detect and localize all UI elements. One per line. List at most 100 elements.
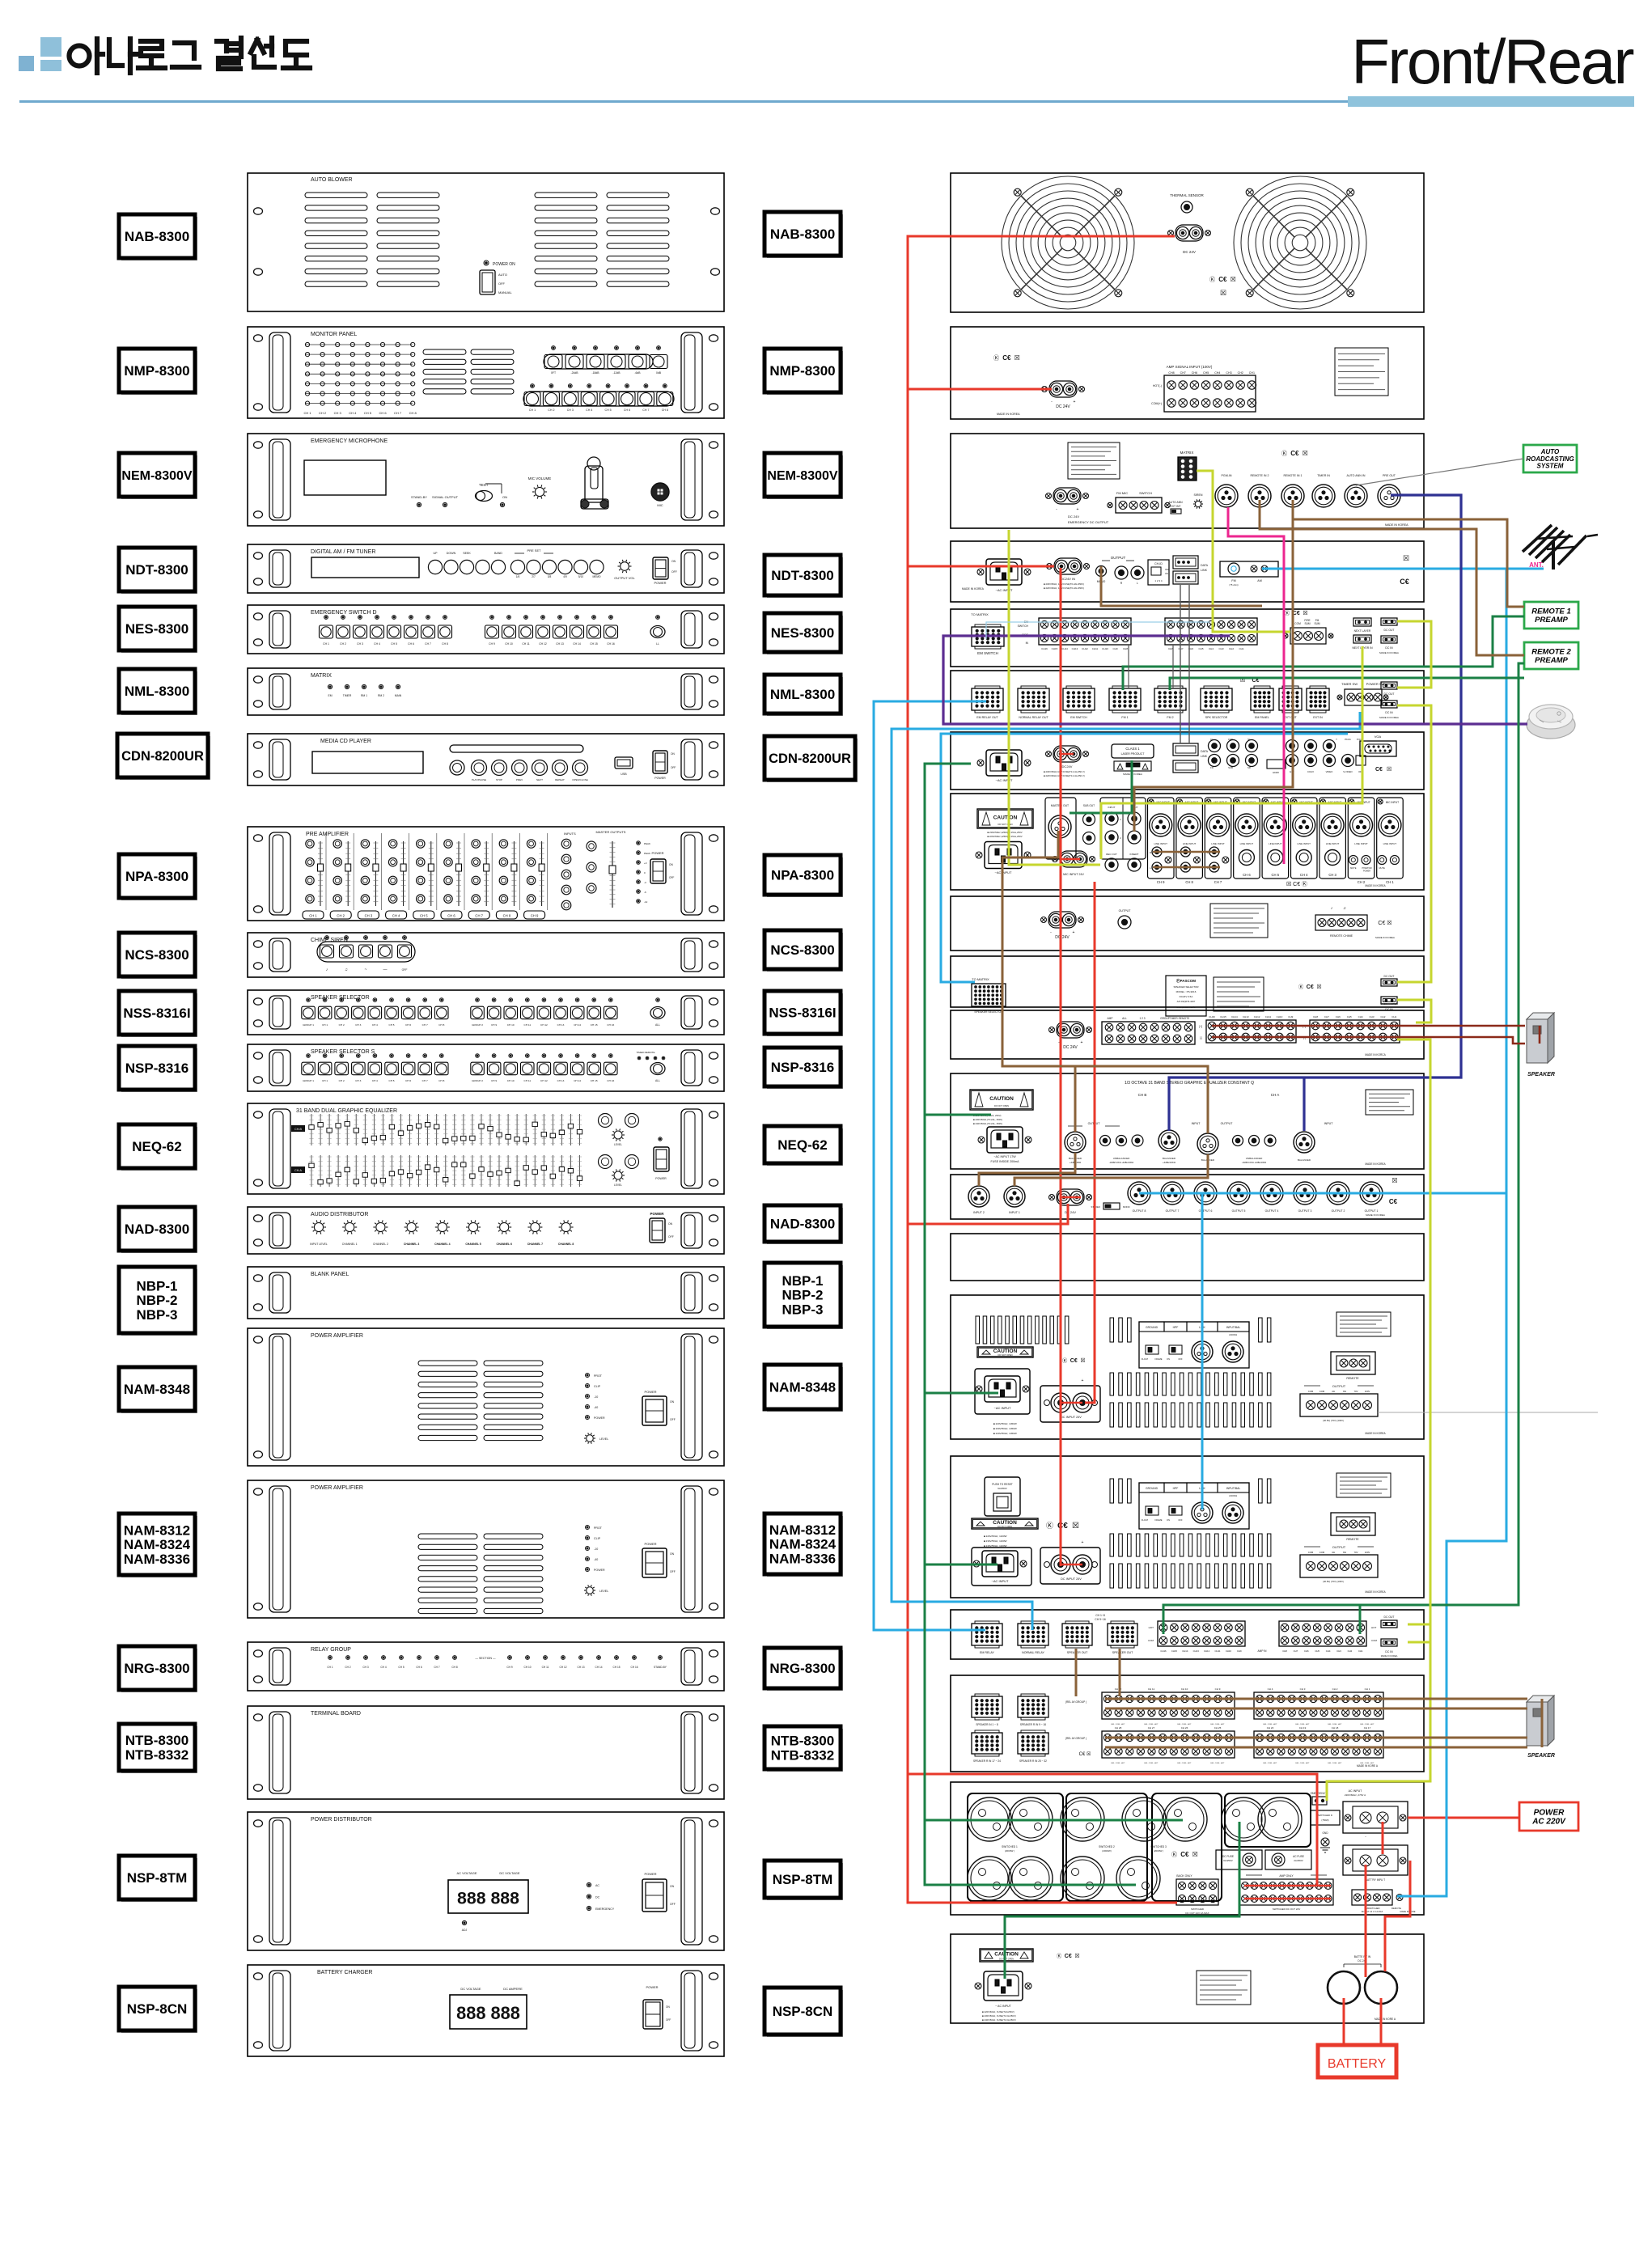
svg-text:Ⓚ: Ⓚ [1046, 1522, 1053, 1530]
svg-text:OUTPUT: OUTPUT [1332, 1545, 1346, 1549]
svg-text:MEDIA CD PLAYER: MEDIA CD PLAYER [320, 739, 371, 744]
svg-text:NCS-8300: NCS-8300 [125, 947, 188, 963]
svg-text:CH 13: CH 13 [557, 1079, 565, 1082]
svg-text:OUTPUT VOL: OUTPUT VOL [614, 576, 635, 580]
svg-text:■ 240V/50Hz, 1450W: ■ 240V/50Hz, 1450W [993, 1432, 1017, 1435]
svg-text:CH 4: CH 4 [372, 1023, 378, 1027]
svg-text:Ⓚ: Ⓚ [1285, 610, 1290, 616]
svg-text:PRE SET: PRE SET [527, 548, 541, 553]
svg-text:CH 8: CH 8 [438, 1079, 444, 1082]
svg-text:Ⓚ: Ⓚ [993, 354, 999, 362]
svg-text:CH 1: CH 1 [322, 1023, 328, 1027]
svg-text:EM: EM [328, 694, 332, 697]
svg-text:HPF: HPF [1173, 1487, 1179, 1490]
svg-text:CH 7: CH 7 [434, 1666, 439, 1669]
svg-text:CH1: CH1 [1239, 647, 1243, 650]
svg-text:COM: COM [1319, 1551, 1325, 1554]
svg-text:VGA: VGA [1375, 735, 1382, 739]
svg-text:CH5: CH5 [1203, 371, 1209, 375]
svg-text:NORMAL RELAY: NORMAL RELAY [1022, 1651, 1044, 1654]
svg-text:CH3: CH3 [1218, 647, 1223, 650]
svg-text:BALANCED: BALANCED [1163, 1157, 1176, 1160]
svg-text:CH5: CH5 [1315, 1649, 1319, 1653]
svg-text:NEQ-62: NEQ-62 [777, 1137, 827, 1153]
svg-text:HOT: HOT [1371, 1626, 1377, 1629]
svg-text:CH-B: CH-B [294, 1128, 302, 1131]
svg-text:DC INPUT 24V: DC INPUT 24V [1061, 1577, 1082, 1581]
svg-text:DC OUT 24 V 2 A MAX: DC OUT 24 V 2 A MAX [1362, 1910, 1383, 1913]
svg-text:AUDIO DISTRIBUTOR: AUDIO DISTRIBUTOR [311, 1212, 368, 1217]
svg-text:■ 220V/60Hz, FUSE(T1A/250V): ■ 220V/60Hz, FUSE(T1A/250V) [982, 2010, 1014, 2013]
svg-text:CH6: CH6 [1336, 1015, 1341, 1018]
svg-text:ON: ON [502, 495, 507, 499]
svg-text:~AC INPUT 17W: ~AC INPUT 17W [993, 1155, 1016, 1158]
svg-text:IN: IN [1026, 641, 1029, 645]
svg-text:EM - COM - HOT: EM - COM - HOT [1145, 1724, 1159, 1725]
svg-text:SUB: SUB [1228, 766, 1233, 769]
svg-text:SPEAKER SELECTOR: SPEAKER SELECTOR [311, 995, 370, 1001]
svg-text:CHIME SIREN: CHIME SIREN [311, 938, 348, 943]
svg-text:PHANTOM: PHANTOM [1362, 867, 1372, 870]
svg-text:CHANNEL 2: CHANNEL 2 [373, 1243, 388, 1246]
svg-text:LEVEL: LEVEL [614, 1183, 622, 1187]
svg-text:A/S:032)679-4407: A/S:032)679-4407 [1177, 1000, 1196, 1003]
svg-text:DC OUT: DC OUT [1384, 1615, 1395, 1619]
svg-text:EM - COM - HOT: EM - COM - HOT [1361, 1724, 1375, 1725]
svg-text:■ 230V/50Hz, 1100W: ■ 230V/50Hz, 1100W [984, 1539, 1007, 1543]
svg-text:NSS-8316I: NSS-8316I [123, 1006, 190, 1021]
svg-text:-10: -10 [594, 1548, 598, 1551]
svg-text:DOWN: DOWN [447, 552, 456, 555]
svg-text:INPUT 2: INPUT 2 [973, 1211, 985, 1214]
svg-text:RELAY GROUP: RELAY GROUP [311, 1647, 351, 1653]
svg-text:70V: 70V [1354, 1390, 1358, 1393]
svg-text:OUTPUT 6: OUTPUT 6 [1199, 1209, 1213, 1213]
svg-text:LINE INPUT: LINE INPUT [1383, 842, 1397, 845]
svg-text:CH 12: CH 12 [540, 1023, 548, 1027]
svg-text:POWER SW: POWER SW [1366, 682, 1385, 686]
svg-text:POWER: POWER [651, 851, 663, 855]
svg-text:CH9: CH9 [1288, 1015, 1293, 1018]
svg-text:INPUT LEVEL: INPUT LEVEL [310, 1243, 328, 1246]
svg-text:■ 230V/50Hz, 14W FUSE(T0.2AL/2: ■ 230V/50Hz, 14W FUSE(T0.2AL/250V) [1044, 582, 1084, 586]
svg-text:■ 220V/50Hz, 1450W: ■ 220V/50Hz, 1450W [993, 1422, 1017, 1425]
svg-text:OPT: OPT [1358, 770, 1363, 773]
svg-text:MADE IN KORE: MADE IN KORE [1400, 1910, 1416, 1913]
svg-text:ADJ: ADJ [462, 1929, 468, 1932]
svg-text:CH4: CH4 [1214, 371, 1220, 375]
svg-text:CH 14: CH 14 [573, 642, 581, 646]
svg-text:+: + [1074, 400, 1076, 404]
svg-text:CHANNEL 7: CHANNEL 7 [527, 1243, 543, 1246]
svg-text:MIC VOLUME: MIC VOLUME [528, 476, 552, 481]
svg-text:MATRIX: MATRIX [311, 673, 332, 679]
svg-text:OUTPUT: OUTPUT [1332, 1384, 1346, 1388]
svg-text:CH B: CH B [1138, 1093, 1147, 1097]
svg-text:PbCb: PbCb [1345, 738, 1351, 741]
svg-text:CH 6: CH 6 [624, 409, 630, 412]
svg-text:MADE IN KOREA: MADE IN KOREA [1381, 1654, 1398, 1658]
svg-text:CH 9: CH 9 [1215, 1687, 1221, 1691]
svg-text:■ 230V/50Hz,125W(T3.15AL,250V: ■ 230V/50Hz,125W(T3.15AL,250V [987, 831, 1022, 834]
svg-text:EM - COM - HOT: EM - COM - HOT [1145, 1763, 1159, 1764]
svg-text:POWER DISTRIBUTOR: POWER DISTRIBUTOR [311, 1817, 372, 1823]
svg-text:-40: -40 [594, 1558, 598, 1561]
svg-text:70V: 70V [1354, 1551, 1358, 1554]
svg-text:1 2 3: 1 2 3 [1139, 1017, 1145, 1020]
svg-text:UNSWITCHED: UNSWITCHED [1365, 1907, 1380, 1910]
svg-text:POWER: POWER [655, 1177, 667, 1180]
svg-text:MADE IN KORE A: MADE IN KORE A [1375, 2018, 1396, 2021]
svg-text:☒: ☒ [1220, 289, 1226, 297]
svg-text:NEQ-62: NEQ-62 [132, 1139, 181, 1154]
svg-text:CH4: CH4 [1326, 1649, 1331, 1653]
svg-text:CH 14: CH 14 [574, 1023, 581, 1027]
svg-text:CH 7: CH 7 [425, 642, 431, 646]
svg-text:COM: COM [1294, 622, 1301, 625]
svg-text:SR: SR [1247, 766, 1251, 769]
svg-text:■ 230V/50Hz, FUSE(T1.6L/250V): ■ 230V/50Hz, FUSE(T1.6L/250V) [982, 2014, 1016, 2018]
svg-text:-: - [1051, 400, 1053, 404]
svg-text:CH 3: CH 3 [362, 1666, 368, 1669]
svg-text:C€: C€ [1065, 1954, 1072, 1959]
svg-text:EMERGENCY SWITCH D: EMERGENCY SWITCH D [311, 610, 377, 616]
svg-text:CH 5: CH 5 [364, 411, 372, 415]
svg-text:CH 7: CH 7 [394, 411, 402, 415]
svg-text:DC FUSE: DC FUSE [1222, 1855, 1234, 1858]
